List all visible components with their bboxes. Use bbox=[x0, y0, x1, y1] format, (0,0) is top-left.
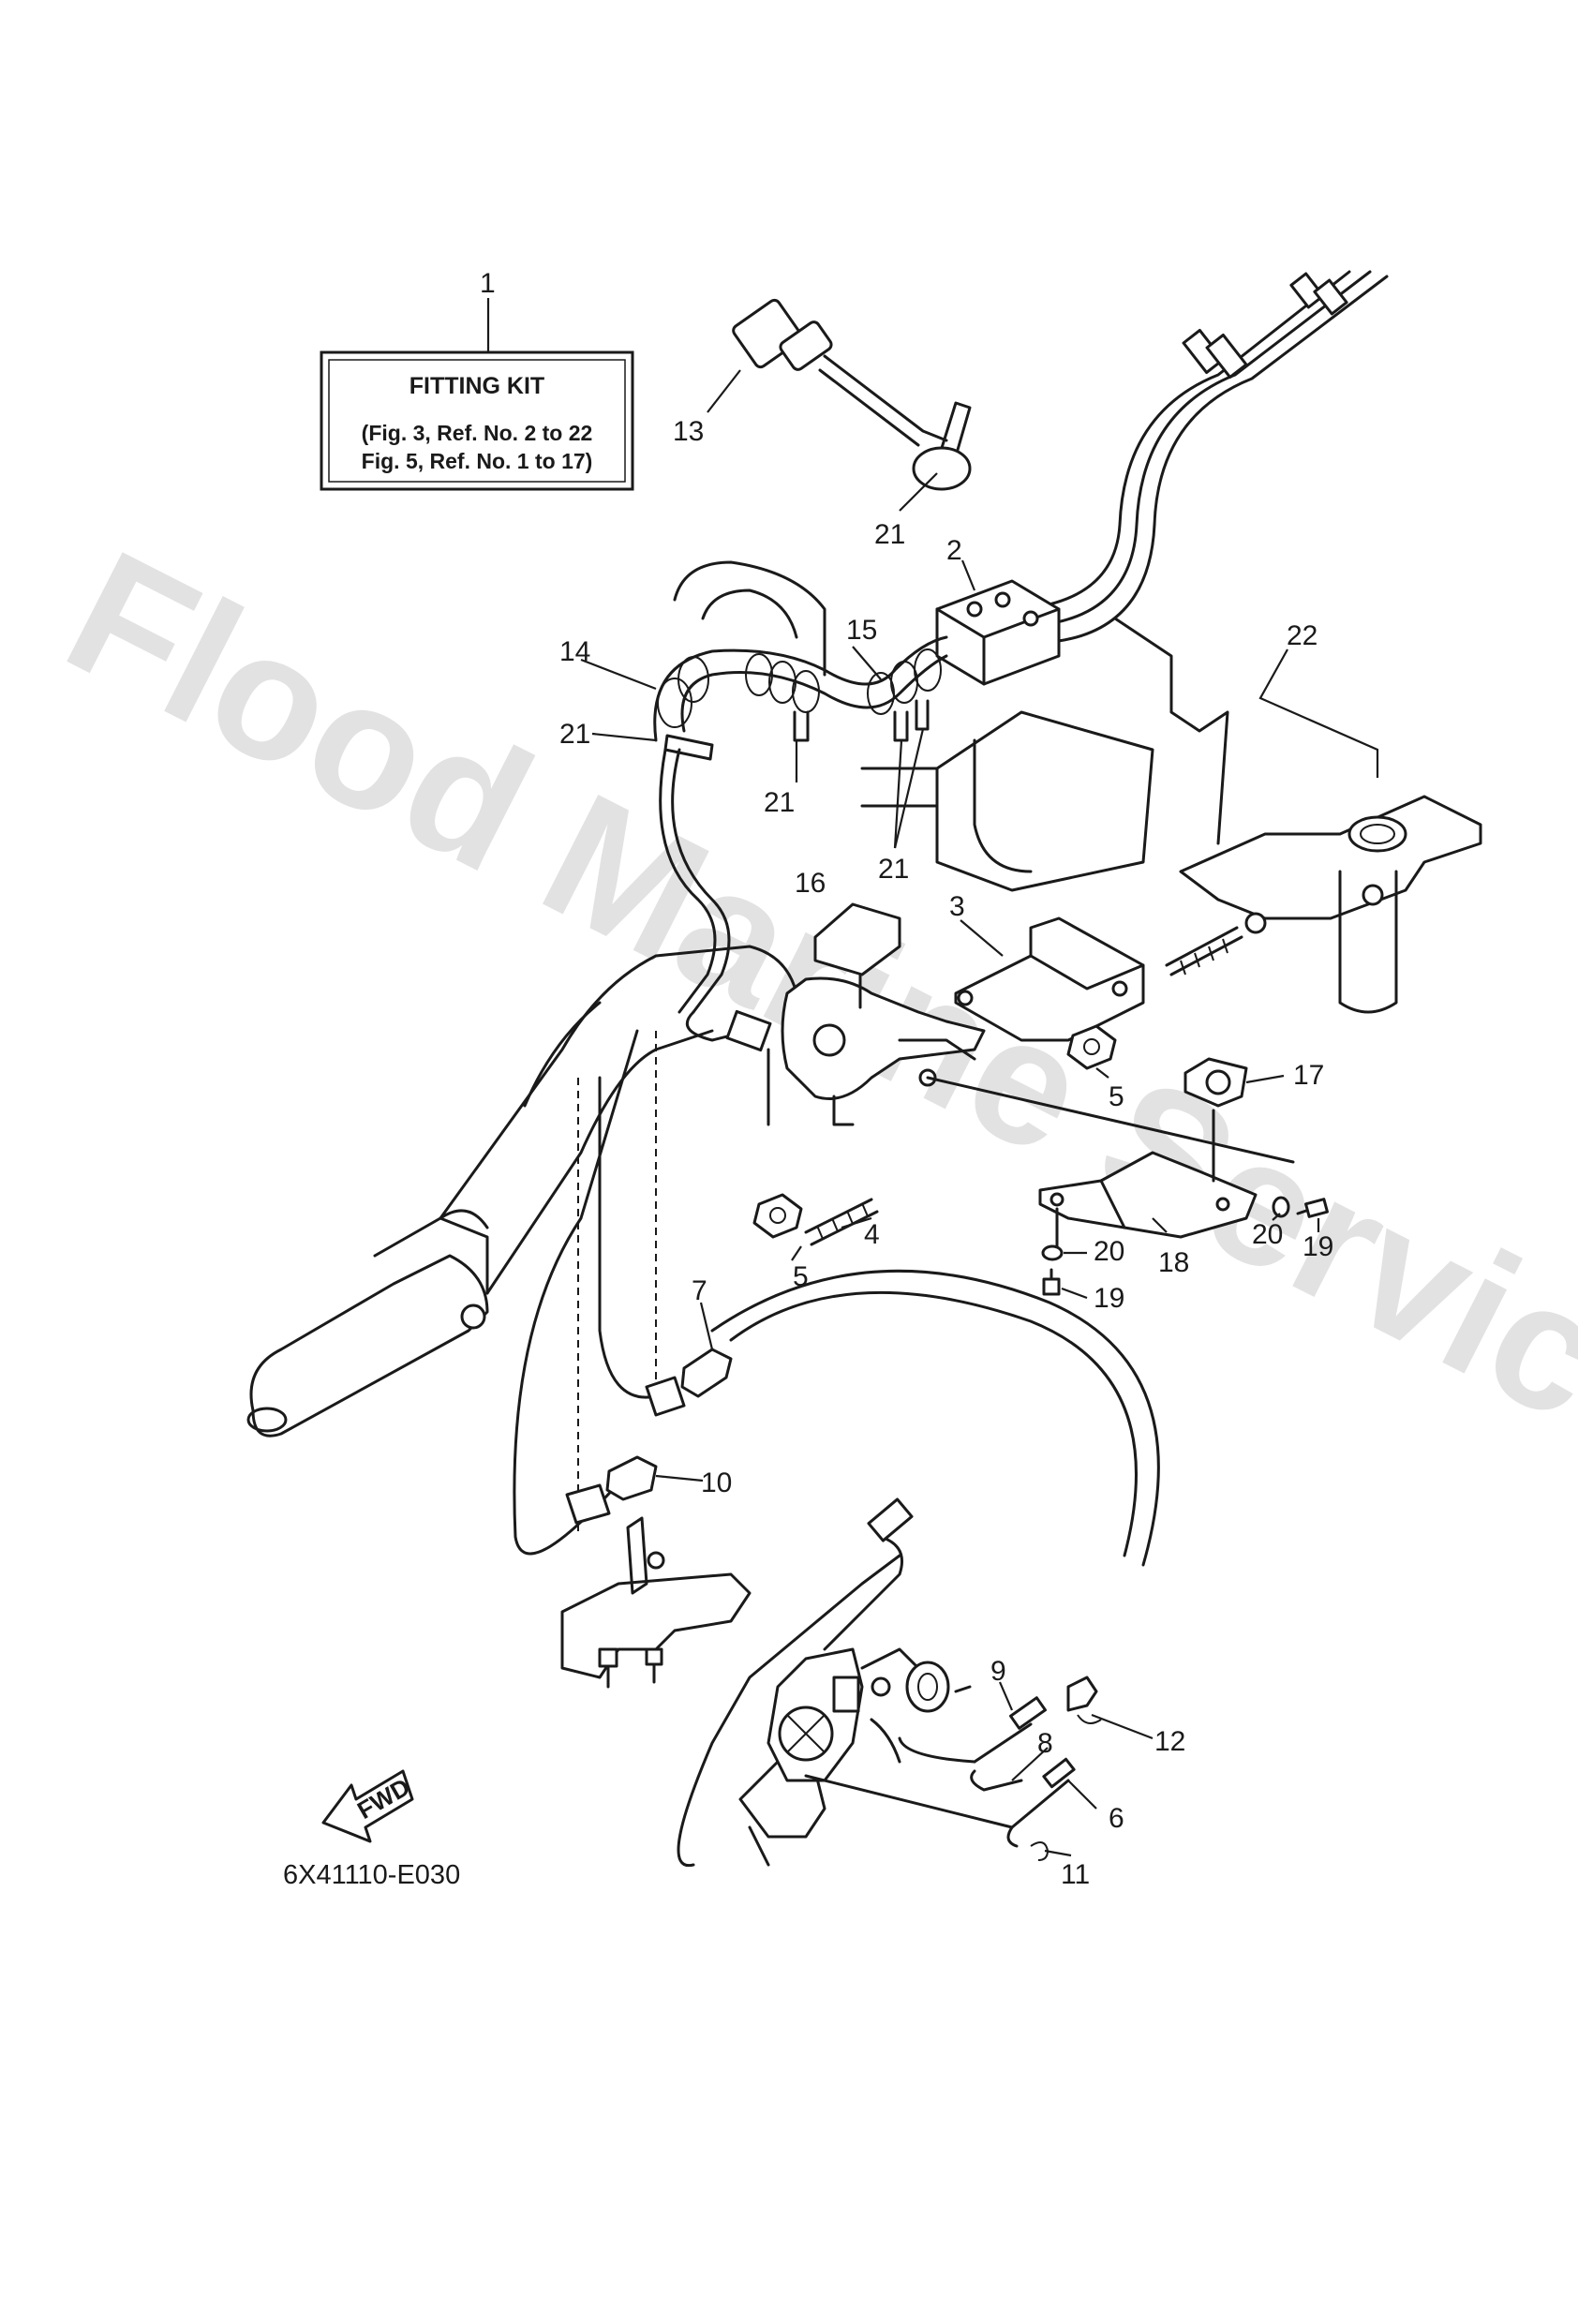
rod-6 bbox=[804, 1757, 1076, 1848]
callout-14: 14 bbox=[559, 636, 590, 667]
callout-21-lower: 21 bbox=[878, 854, 909, 885]
clip-12 bbox=[1066, 1676, 1102, 1724]
junction-box-2 bbox=[935, 579, 1061, 686]
washer-20-right bbox=[1272, 1196, 1290, 1218]
tiller-handle bbox=[246, 945, 798, 1438]
label-16 bbox=[813, 902, 901, 1009]
connector-13 bbox=[732, 298, 948, 447]
cable-tie-21-top bbox=[912, 401, 972, 491]
clamp-10 bbox=[565, 1455, 658, 1525]
fitting-kit-box: FITTING KIT (Fig. 3, Ref. No. 2 to 22 Fi… bbox=[320, 350, 634, 491]
diagram-code: 6X41110-E030 bbox=[283, 1860, 460, 1890]
corrugated-tube-14 bbox=[653, 635, 948, 742]
callout-7: 7 bbox=[692, 1275, 707, 1306]
callout-15: 15 bbox=[846, 615, 877, 646]
callout-9: 9 bbox=[990, 1656, 1006, 1687]
callout-18: 18 bbox=[1158, 1247, 1189, 1278]
callout-20-left: 20 bbox=[1094, 1236, 1124, 1267]
nut-5-upper bbox=[1066, 1024, 1117, 1070]
leader-lines bbox=[486, 298, 1379, 1857]
nut-5-lower bbox=[752, 1193, 803, 1239]
washer-20-left bbox=[1041, 1207, 1064, 1261]
steering-bracket bbox=[767, 976, 1295, 1164]
bolt-19-right bbox=[1296, 1198, 1329, 1218]
plate-18 bbox=[1038, 1151, 1258, 1239]
clamp-7 bbox=[645, 1348, 733, 1417]
fitting-kit-ref-line-2: Fig. 5, Ref. No. 1 to 17) bbox=[362, 449, 593, 473]
callout-20-right: 20 bbox=[1252, 1219, 1283, 1250]
stud-bolt-right bbox=[1165, 926, 1243, 976]
callout-17: 17 bbox=[1293, 1060, 1324, 1091]
callout-5-upper: 5 bbox=[1109, 1081, 1124, 1112]
control-gear bbox=[898, 1661, 976, 1764]
stud-bolt-4 bbox=[804, 1198, 879, 1246]
control-cables bbox=[954, 270, 1389, 645]
callout-21-middle: 21 bbox=[764, 787, 795, 818]
callout-13: 13 bbox=[673, 416, 704, 447]
bracket-3 bbox=[954, 916, 1145, 1042]
callout-6: 6 bbox=[1109, 1803, 1124, 1834]
callout-16: 16 bbox=[795, 868, 826, 899]
fitting-kit-ref-line-1: (Fig. 3, Ref. No. 2 to 22 bbox=[362, 421, 593, 445]
callout-22: 22 bbox=[1287, 620, 1317, 651]
callout-8: 8 bbox=[1037, 1728, 1053, 1759]
bolt-19-left bbox=[1042, 1268, 1061, 1296]
guide-lines bbox=[577, 1031, 657, 1537]
lower-cable-bracket bbox=[560, 1516, 752, 1689]
swivel-bracket bbox=[1179, 795, 1482, 1014]
control-unit-assembly bbox=[677, 1497, 930, 1868]
engine-casing bbox=[673, 560, 1229, 892]
callout-3: 3 bbox=[949, 891, 965, 922]
fwd-arrow: FWD bbox=[321, 1769, 414, 1843]
callout-19-left: 19 bbox=[1094, 1283, 1124, 1314]
callout-19-right: 19 bbox=[1303, 1231, 1333, 1262]
callout-5-lower: 5 bbox=[793, 1261, 809, 1292]
callout-10: 10 bbox=[701, 1467, 732, 1498]
callout-2: 2 bbox=[946, 535, 962, 566]
callout-numbers: 1 13 21 2 14 15 22 21 21 21 16 3 5 17 20… bbox=[480, 268, 1333, 1890]
grommet-17 bbox=[1184, 1057, 1248, 1183]
fitting-kit-title: FITTING KIT bbox=[409, 373, 544, 399]
callout-12: 12 bbox=[1154, 1726, 1185, 1757]
cable-loops bbox=[513, 1029, 1160, 1567]
callout-11: 11 bbox=[1061, 1859, 1090, 1890]
callout-21-top: 21 bbox=[874, 519, 905, 550]
callout-21-left: 21 bbox=[559, 719, 590, 750]
rod-9 bbox=[970, 1696, 1048, 1792]
callout-1: 1 bbox=[480, 268, 496, 299]
callout-4: 4 bbox=[864, 1219, 880, 1250]
